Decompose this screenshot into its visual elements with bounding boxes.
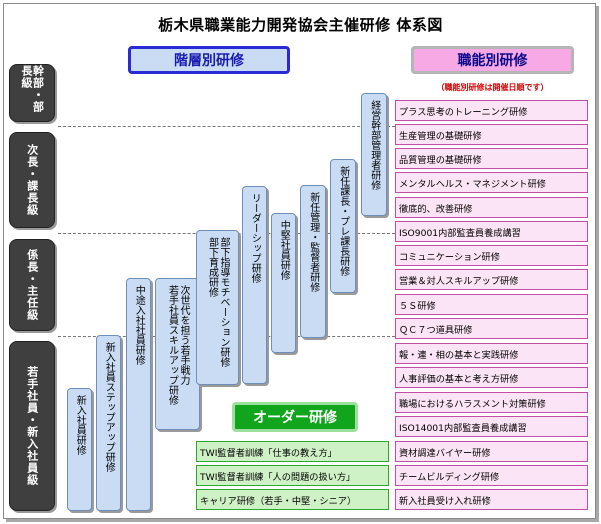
functional-course-item: ISO9001内部監査員養成講習 xyxy=(395,221,588,242)
functional-training-header: 職能別研修 xyxy=(411,46,574,74)
functional-course-item: 営業＆対人スキルアップ研修 xyxy=(395,269,588,290)
level-divider xyxy=(58,126,395,127)
course-young-staff-skillup: 若手社員スキルアップ研修 次世代を担う若手戦力 xyxy=(155,278,200,430)
functional-course-item: メンタルヘルス・マネジメント研修 xyxy=(395,172,588,193)
functional-course-item: 品質管理の基礎研修 xyxy=(395,148,588,169)
level-label: 若手社員・新入社員級 xyxy=(25,366,39,486)
functional-course-item: 職場におけるハラスメント対策研修 xyxy=(395,392,588,413)
level-label: 幹部・部長級 xyxy=(20,65,45,113)
course-label: 新入社員研修 xyxy=(74,395,86,455)
level-executive: 幹部・部長級 xyxy=(9,64,55,122)
functional-course-item: コミュニケーション研修 xyxy=(395,245,588,266)
course-label: 新任管理・監督者研修 xyxy=(307,192,319,292)
page-title: 栃木県職業能力開発協会主催研修 体系図 xyxy=(158,16,443,34)
course-mid-level-staff: 中堅社員研修 xyxy=(271,213,296,353)
functional-course-item: 報・連・相の基本と実践研修 xyxy=(395,343,588,364)
level-junior: 若手社員・新入社員級 xyxy=(9,341,55,511)
level-label: 次長・課長級 xyxy=(25,144,39,216)
order-training-header: オーダー研修 xyxy=(232,402,358,432)
course-label: 中堅社員研修 xyxy=(278,220,290,280)
level-label: 係長・主任級 xyxy=(25,249,39,321)
course-leadership: リーダーシップ研修 xyxy=(242,186,267,384)
course-new-employee-stepup: 新入社員ステップアップ研修 xyxy=(96,335,121,511)
course-subordinate-development: 部下育成研修 部下指導モチベーション研修 xyxy=(196,230,239,385)
course-label: 部下指導モチベーション研修 xyxy=(218,237,229,367)
functional-course-item: ＱＣ７つ道具研修 xyxy=(395,318,588,339)
course-label: 次世代を担う若手戦力 xyxy=(178,285,189,385)
course-new-section-chief: 新任課長・プレ課長研修 xyxy=(330,159,356,293)
order-course-item: TWI監督者訓練「仕事の教え方」 xyxy=(196,441,389,462)
functional-training-note: （職能別研修は開催日順です） xyxy=(436,83,549,92)
course-label: 新入社員ステップアップ研修 xyxy=(103,342,115,472)
course-label: 新任課長・プレ課長研修 xyxy=(337,166,349,276)
level-chief: 係長・主任級 xyxy=(9,239,55,331)
functional-course-item: 資材調達バイヤー研修 xyxy=(395,441,588,462)
functional-course-item: 人事評価の基本と考え方研修 xyxy=(395,367,588,388)
order-course-item: キャリア研修（若手・中堅・シニア） xyxy=(196,489,389,510)
course-new-supervisor: 新任管理・監督者研修 xyxy=(300,185,326,338)
functional-course-item: ５Ｓ研修 xyxy=(395,294,588,315)
course-mid-career-hire: 中途入社社員研修 xyxy=(126,278,151,511)
course-new-employee: 新入社員研修 xyxy=(67,388,92,511)
order-course-item: TWI監督者訓練「人の問題の扱い方」 xyxy=(196,465,389,486)
functional-course-item: 生産管理の基礎研修 xyxy=(395,124,588,145)
course-label: 若手社員スキルアップ研修 xyxy=(166,285,178,405)
course-label: 経営幹部管理者研修 xyxy=(368,100,380,190)
functional-course-item: 新入社員受け入れ研修 xyxy=(395,489,588,510)
course-label: リーダーシップ研修 xyxy=(249,193,261,283)
functional-course-item: 徹底的、改善研修 xyxy=(395,197,588,218)
functional-course-item: ISO14001内部監査員養成講習 xyxy=(395,416,588,437)
functional-course-item: チームビルディング研修 xyxy=(395,465,588,486)
course-label: 部下育成研修 xyxy=(206,237,218,297)
hierarchical-training-header: 階層別研修 xyxy=(128,46,290,74)
course-executive-manager: 経営幹部管理者研修 xyxy=(361,93,387,216)
functional-course-item: プラス思考のトレーニング研修 xyxy=(395,100,588,121)
level-manager: 次長・課長級 xyxy=(9,132,55,228)
course-label: 中途入社社員研修 xyxy=(133,285,145,365)
